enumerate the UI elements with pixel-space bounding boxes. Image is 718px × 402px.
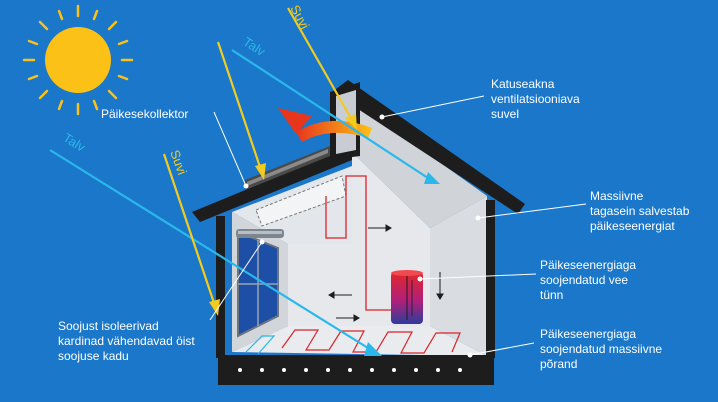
label-tank-line-2: soojendatud vee bbox=[540, 273, 628, 287]
label-vent-line-2: ventilatsiooniava bbox=[491, 92, 580, 106]
label-vent-line-3: suvel bbox=[491, 107, 519, 121]
label-tank-line-1: Päikeseenergiaga bbox=[540, 258, 636, 272]
summer-ray-label: Suvi bbox=[287, 2, 312, 31]
label-floor-line-1: Päikeseenergiaga bbox=[540, 327, 636, 341]
label-wall-line-2: tagasein salvestab bbox=[590, 204, 690, 218]
summer-ray-mid bbox=[216, 41, 266, 180]
winter-ray-label: Talv bbox=[60, 130, 88, 155]
summer-ray-right bbox=[287, 7, 357, 130]
label-curtains-line-3: soojuse kadu bbox=[58, 349, 129, 363]
sun-icon bbox=[22, 4, 134, 116]
label-floor-line-3: põrand bbox=[540, 357, 577, 371]
label-curtains-line-1: Soojust isoleerivad bbox=[58, 319, 159, 333]
house bbox=[192, 80, 525, 385]
warm-air-arrow-icon bbox=[278, 108, 372, 142]
winter-ray-low bbox=[49, 149, 382, 356]
label-tank-line-3: tünn bbox=[540, 288, 563, 302]
label-collector: Päikesekollektor bbox=[101, 107, 188, 121]
label-floor-line-2: soojendatud massiivne bbox=[540, 342, 662, 356]
label-wall-line-3: päikeseenergiat bbox=[590, 219, 675, 233]
winter-ray-label: Talv bbox=[240, 34, 268, 59]
summer-ray-left bbox=[162, 153, 220, 316]
label-curtains-line-2: kardinad vähendavad öist bbox=[58, 334, 195, 348]
winter-ray-high bbox=[231, 49, 440, 184]
label-wall-line-1: Massiivne bbox=[590, 189, 644, 203]
label-vent-line-1: Katuseakna bbox=[491, 77, 555, 91]
